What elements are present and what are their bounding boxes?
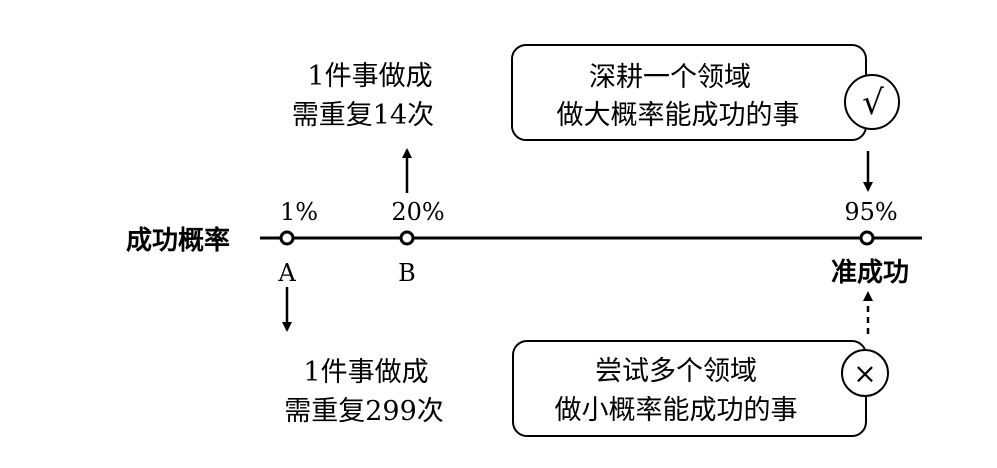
axis-label: 成功概率 <box>126 225 230 256</box>
point-c-percent: 95% <box>844 198 897 226</box>
point-c-label: 准成功 <box>831 258 909 288</box>
note-b-line2: 需重复14次 <box>292 100 434 131</box>
point-a-percent: 1% <box>280 198 318 226</box>
bad-strategy-line1: 尝试多个领域 <box>595 356 757 387</box>
good-strategy-line1: 深耕一个领域 <box>589 62 751 93</box>
point-a-marker <box>279 230 295 246</box>
point-c-marker <box>859 230 875 246</box>
point-a-label: A <box>277 259 296 287</box>
cross-symbol: × <box>853 357 876 390</box>
good-strategy-line2: 做大概率能成功的事 <box>557 100 800 131</box>
check-symbol: √ <box>862 83 884 123</box>
point-b-percent: 20% <box>391 198 444 226</box>
point-b-label: B <box>398 259 416 287</box>
note-a-line1: 1件事做成 <box>303 357 428 388</box>
point-b-marker <box>399 230 415 246</box>
note-b-line1: 1件事做成 <box>307 61 432 92</box>
check-circle-icon: √ <box>844 74 900 130</box>
cross-circle-icon: × <box>841 349 889 397</box>
note-a-line2: 需重复299次 <box>284 396 444 427</box>
bad-strategy-line2: 做小概率能成功的事 <box>555 395 798 426</box>
